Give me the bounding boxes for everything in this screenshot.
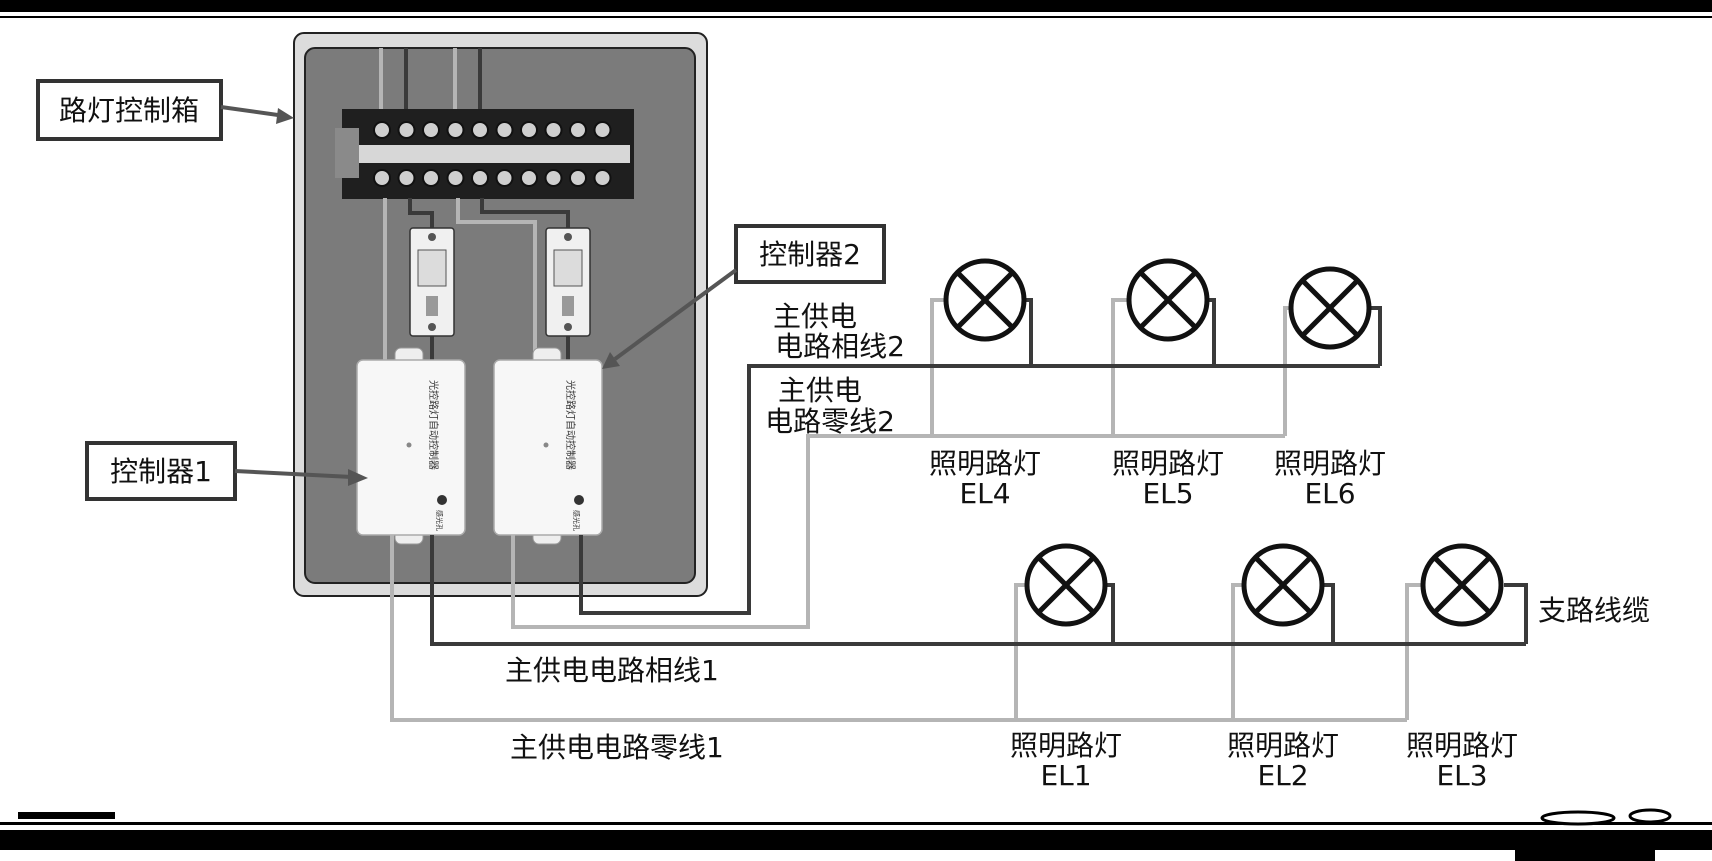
label-main-phase-1: 主供电电路相线1	[505, 654, 719, 687]
arrow-controller-2	[602, 268, 738, 369]
terminal-screw	[520, 169, 538, 187]
lamp-code: EL2	[1257, 759, 1308, 792]
terminal-screw	[593, 121, 612, 139]
lamp-code: EL1	[1040, 759, 1091, 792]
label-control-box: 路灯控制箱	[36, 79, 223, 141]
lamp-cross	[1253, 555, 1313, 615]
arrow-controller-1	[234, 469, 368, 486]
label-main-neutral-2-line1: 主供电	[778, 374, 862, 407]
circuit-breaker-1	[409, 227, 455, 337]
controller-2-sensor-text: 感光孔	[572, 510, 581, 531]
label-main-phase-2-line2: 电路相线2	[775, 330, 905, 363]
main-phase-2-wire	[579, 298, 1382, 615]
terminal-screw	[471, 121, 489, 139]
internal-wires	[383, 198, 570, 363]
terminal-screw	[373, 169, 391, 187]
main-neutral-1-wire	[390, 535, 1422, 722]
controller-2-brand-text: 光控路灯自动控制器	[564, 380, 577, 470]
terminal-screw	[422, 121, 440, 139]
terminal-screw	[544, 121, 563, 139]
lamp-code: EL5	[1142, 477, 1193, 510]
terminal-screw	[544, 169, 563, 187]
label-controller-2-text: 控制器2	[759, 238, 861, 271]
terminal-screw	[495, 121, 514, 139]
terminal-screw	[593, 169, 612, 187]
terminal-screw	[569, 169, 587, 187]
top-border-thin	[0, 16, 1712, 18]
circuit-breaker-2	[545, 227, 591, 337]
lamp-code: EL4	[959, 477, 1010, 510]
lamp-name: 照明路灯	[1274, 447, 1386, 480]
bottom-right-block	[1515, 846, 1655, 861]
lamp-name: 照明路灯	[1227, 729, 1339, 762]
controller-2: 光控路灯自动控制器 感光孔	[493, 347, 603, 545]
controller-1-sensor-text: 感光孔	[435, 510, 444, 531]
terminal-screw	[422, 169, 440, 187]
terminal-screw	[446, 169, 465, 187]
lamp-code: EL3	[1436, 759, 1487, 792]
terminal-screw	[569, 121, 587, 139]
bottom-border-bar	[0, 830, 1712, 850]
label-controller-1: 控制器1	[85, 441, 237, 501]
arrow-control-box	[220, 105, 294, 124]
lamp-name: 照明路灯	[929, 447, 1041, 480]
label-controller-1-text: 控制器1	[110, 455, 212, 488]
lamp-code: EL6	[1304, 477, 1355, 510]
terminal-screw	[373, 121, 391, 139]
terminal-screw	[397, 121, 416, 139]
terminal-screw	[520, 121, 538, 139]
terminal-screw	[397, 169, 416, 187]
lamp-cross	[955, 270, 1015, 330]
controller-1: 光控路灯自动控制器 感光孔	[356, 347, 466, 545]
terminal-block	[335, 109, 634, 199]
lamp-name: 照明路灯	[1112, 447, 1224, 480]
label-main-neutral-2-line2: 电路零线2	[765, 405, 895, 438]
terminal-screw	[446, 121, 465, 139]
lamp-cross	[1036, 555, 1096, 615]
label-main-neutral-1: 主供电电路零线1	[510, 731, 724, 764]
label-main-phase-2-line1: 主供电	[773, 300, 857, 333]
bottom-right-scribble	[1540, 808, 1672, 826]
bottom-border-thin	[0, 822, 1712, 825]
terminal-screw	[495, 169, 514, 187]
lamp-cross	[1300, 278, 1360, 338]
lamp-name: 照明路灯	[1406, 729, 1518, 762]
main-neutral-2-wire	[511, 298, 1296, 629]
lamp-name: 照明路灯	[1010, 729, 1122, 762]
lamp-cross	[1138, 270, 1198, 330]
bottom-left-mark	[18, 812, 115, 819]
controller-1-brand-text: 光控路灯自动控制器	[427, 380, 440, 470]
label-branch-cable: 支路线缆	[1538, 594, 1650, 627]
label-controller-2: 控制器2	[734, 224, 886, 284]
terminal-screw	[471, 169, 489, 187]
label-control-box-text: 路灯控制箱	[59, 94, 199, 127]
main-phase-1-wire	[430, 535, 1528, 646]
lamp-cross	[1432, 555, 1492, 615]
top-border-bar	[0, 0, 1712, 12]
